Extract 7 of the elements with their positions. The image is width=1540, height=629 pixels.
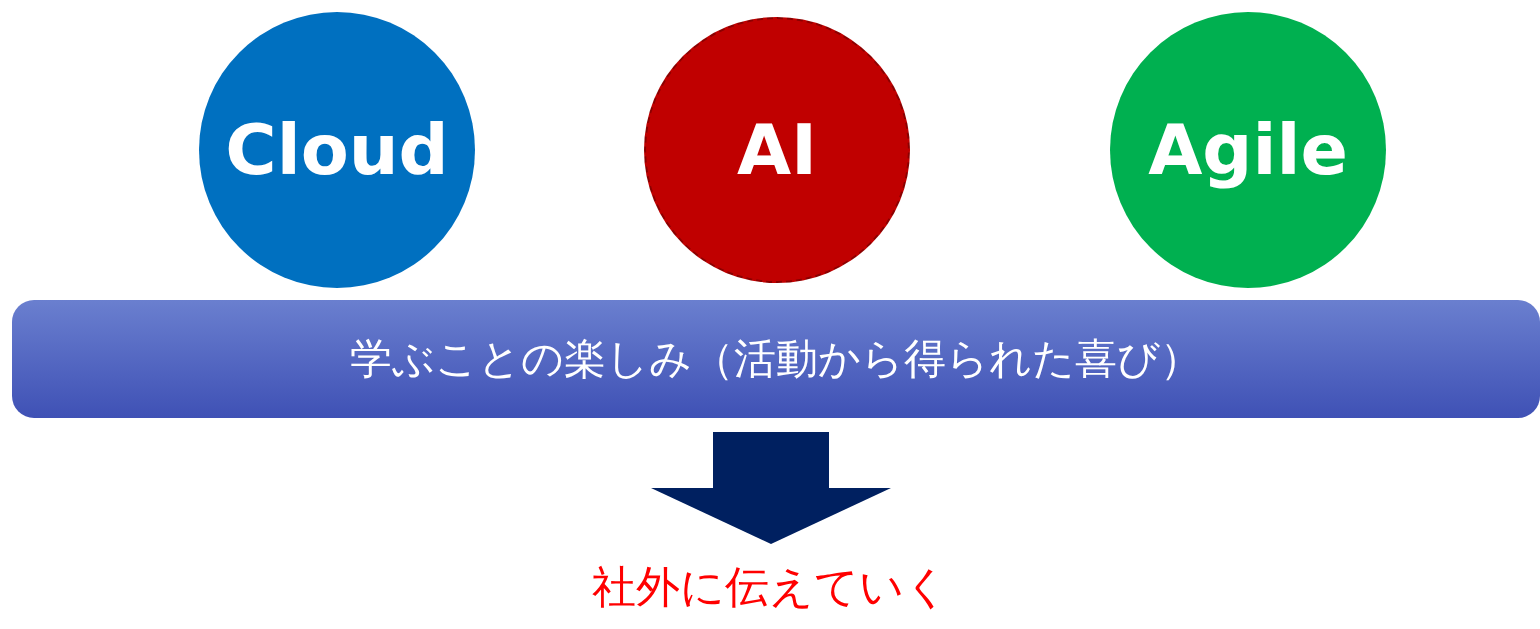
banner-bar: [12, 300, 1540, 418]
node-label: Agile: [1148, 109, 1348, 191]
result-text: 社外に伝えていく: [591, 559, 949, 614]
node-label: Cloud: [225, 109, 449, 191]
node-label: 学ぶことの楽しみ（活動から得られた喜び）: [350, 333, 1202, 385]
block-arrow: [651, 432, 891, 544]
node-label: AI: [736, 109, 818, 191]
